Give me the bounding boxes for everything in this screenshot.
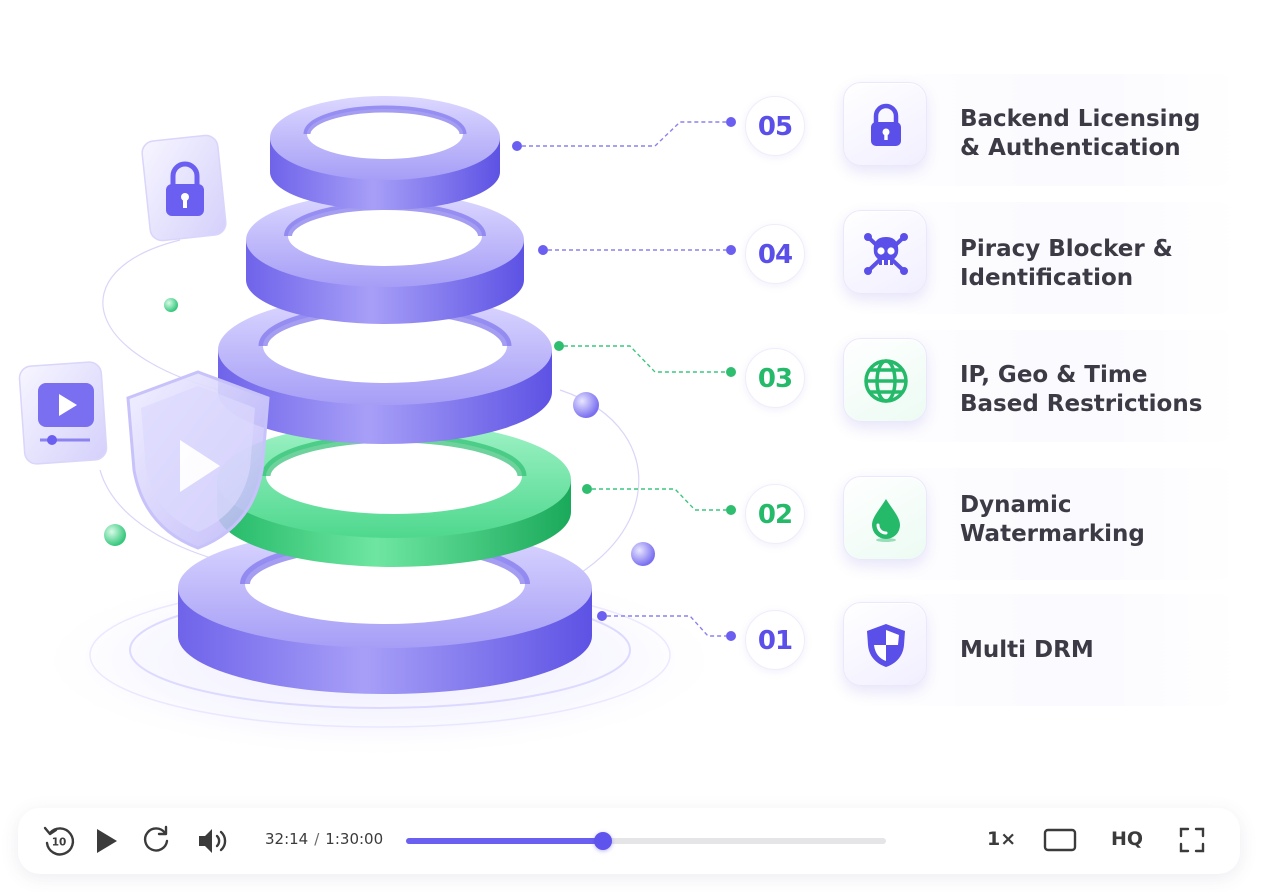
feature-label-line: Dynamic bbox=[960, 492, 1072, 518]
lock-icon bbox=[871, 103, 901, 146]
shield-icon bbox=[867, 624, 905, 667]
feature-row-03: 03 IP, Geo & Time Based Restrictions bbox=[745, 330, 1245, 448]
video-player-tile-icon bbox=[18, 361, 108, 465]
feature-number: 01 bbox=[745, 610, 805, 670]
feature-row-04: 04 Piracy Blocker & Identification bbox=[745, 202, 1245, 320]
ring-05 bbox=[270, 96, 500, 210]
padlock-tile-icon bbox=[141, 134, 227, 242]
connector-04 bbox=[538, 245, 736, 255]
replay-icon[interactable] bbox=[141, 825, 171, 855]
feature-label: IP, Geo & Time Based Restrictions bbox=[960, 361, 1202, 419]
play-icon[interactable] bbox=[94, 827, 120, 855]
feature-label-line: Watermarking bbox=[960, 521, 1145, 547]
skull-crossbones-icon bbox=[864, 233, 908, 275]
feature-row-02: 02 Dynamic Watermarking bbox=[745, 468, 1245, 586]
fullscreen-icon[interactable] bbox=[1178, 826, 1206, 854]
feature-icon-tile bbox=[843, 82, 927, 166]
connector-01 bbox=[597, 611, 736, 641]
feature-label: Multi DRM bbox=[960, 636, 1094, 665]
ring-02 bbox=[217, 422, 571, 567]
ring-04 bbox=[246, 193, 524, 324]
connector-03 bbox=[554, 341, 736, 377]
shield-play-icon bbox=[126, 370, 270, 550]
playback-speed-button[interactable]: 1× bbox=[987, 828, 1017, 850]
rewind-seconds-label: 10 bbox=[52, 837, 67, 849]
video-control-bar: 10 32:14 / 1:30:00 1× bbox=[18, 808, 1240, 874]
floating-spheres bbox=[104, 298, 655, 566]
feature-label: Piracy Blocker & Identification bbox=[960, 235, 1173, 293]
feature-label: Dynamic Watermarking bbox=[960, 491, 1145, 549]
feature-icon-tile bbox=[843, 602, 927, 686]
rewind-10-icon[interactable]: 10 bbox=[42, 824, 76, 858]
feature-label-line: Piracy Blocker & bbox=[960, 236, 1173, 262]
feature-number: 04 bbox=[745, 224, 805, 284]
feature-icon-tile bbox=[843, 338, 927, 422]
progress-fill bbox=[406, 838, 603, 844]
duration: 1:30:00 bbox=[325, 830, 384, 848]
feature-label-line: & Authentication bbox=[960, 135, 1181, 161]
volume-icon[interactable] bbox=[196, 826, 228, 856]
water-drop-icon bbox=[872, 499, 900, 542]
ring-03 bbox=[218, 295, 552, 444]
feature-label-line: Based Restrictions bbox=[960, 391, 1203, 417]
feature-number: 05 bbox=[745, 96, 805, 156]
feature-row-01: 01 Multi DRM bbox=[745, 594, 1245, 712]
connector-05 bbox=[512, 117, 736, 151]
feature-label-line: Identification bbox=[960, 265, 1134, 291]
feature-number: 03 bbox=[745, 348, 805, 408]
time-display: 32:14 / 1:30:00 bbox=[265, 830, 383, 848]
time-separator: / bbox=[314, 830, 320, 848]
feature-label-line: Backend Licensing bbox=[960, 106, 1201, 132]
drm-stack-illustration bbox=[18, 96, 736, 760]
current-time: 32:14 bbox=[265, 830, 309, 848]
feature-icon-tile bbox=[843, 210, 927, 294]
connector-02 bbox=[582, 484, 736, 515]
feature-icon-tile bbox=[843, 476, 927, 560]
globe-icon bbox=[864, 359, 908, 403]
feature-row-05: 05 Backend Licensing & Authentication bbox=[745, 74, 1245, 192]
aspect-ratio-icon[interactable] bbox=[1043, 827, 1077, 853]
progress-bar[interactable] bbox=[406, 832, 886, 850]
feature-label-line: Multi DRM bbox=[960, 637, 1094, 663]
progress-thumb[interactable] bbox=[593, 832, 612, 850]
feature-label-line: IP, Geo & Time bbox=[960, 362, 1148, 388]
quality-button[interactable]: HQ bbox=[1111, 828, 1144, 850]
feature-label: Backend Licensing & Authentication bbox=[960, 105, 1200, 163]
feature-number: 02 bbox=[745, 484, 805, 544]
